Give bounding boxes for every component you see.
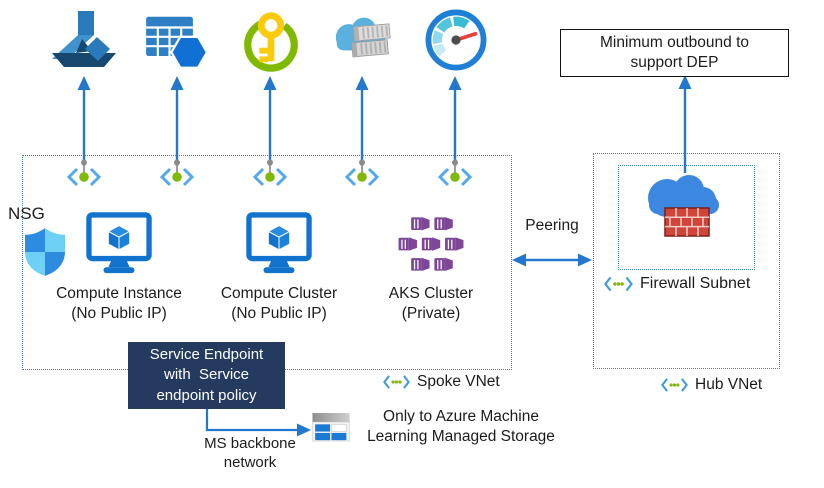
node-name: Compute Cluster [220, 285, 338, 302]
private-endpoint-icon [344, 159, 380, 187]
node-name: AKS Cluster [388, 285, 474, 302]
table-hexagon-icon [146, 16, 209, 69]
private-endpoint-icon [159, 159, 195, 187]
storage-note-line-2: Learning Managed Storage [367, 427, 555, 445]
private-endpoint-icon [66, 159, 102, 187]
node-qualifier: (No Public IP) [231, 304, 327, 322]
storage-account-icon [312, 413, 350, 442]
callout-minimum-outbound: Minimum outbound to support DEP [560, 29, 789, 77]
se-line-1: Service Endpoint [149, 345, 264, 363]
se-line-3: endpoint policy [156, 386, 257, 404]
key-vault-icon [244, 12, 298, 72]
compute-cluster-icon [246, 212, 312, 274]
aks-cluster-icon [397, 216, 465, 272]
se-line-2: with Service [163, 366, 250, 384]
aks-cluster-label: AKS Cluster (Private) [346, 284, 516, 323]
backbone-line-2: network [223, 454, 277, 471]
subnet-name: Firewall Subnet [640, 275, 751, 292]
vnet-icon [383, 375, 410, 389]
vnet-icon [661, 378, 688, 392]
vnet-name: Spoke VNet [417, 373, 500, 390]
compute-instance-icon [86, 212, 152, 274]
service-endpoint-box: Service Endpoint with Service endpoint p… [128, 342, 285, 409]
peering-arrow [512, 253, 592, 267]
storage-note: Only to Azure Machine Learning Managed S… [355, 407, 567, 446]
hub-vnet-label: Hub VNet [661, 376, 762, 394]
firewall-subnet-boundary [618, 165, 755, 270]
service-endpoint-arrow [205, 409, 311, 437]
private-endpoint-icon [437, 159, 473, 187]
compute-instance-label: Compute Instance (No Public IP) [34, 284, 204, 323]
gauge-icon [425, 9, 487, 71]
callout-line-1: Minimum outbound to [599, 34, 750, 51]
peering-label: Peering [525, 217, 579, 234]
node-qualifier: (Private) [401, 304, 461, 322]
nsg-shield-icon [24, 228, 66, 276]
compute-cluster-label: Compute Cluster (No Public IP) [194, 284, 364, 323]
nsg-label: NSG [8, 204, 45, 223]
node-qualifier: (No Public IP) [71, 304, 167, 322]
node-name: Compute Instance [56, 285, 182, 302]
firewall-subnet-label: Firewall Subnet [604, 274, 750, 294]
firewall-icon [648, 175, 719, 237]
container-registry-icon [335, 17, 391, 58]
vnet-name: Hub VNet [695, 376, 763, 393]
endpoint-arrows [77, 76, 462, 166]
backbone-line-1: MS backbone [204, 435, 296, 452]
hub-vnet-boundary [593, 153, 780, 369]
spoke-vnet-label: Spoke VNet [383, 373, 500, 391]
machine-learning-icon [52, 11, 116, 67]
private-endpoint-icon [252, 159, 288, 187]
ms-backbone-label: MS backbone network [185, 434, 315, 472]
subnet-icon [604, 276, 633, 292]
storage-note-line-1: Only to Azure Machine [383, 408, 539, 425]
callout-line-2: support DEP [630, 54, 719, 71]
